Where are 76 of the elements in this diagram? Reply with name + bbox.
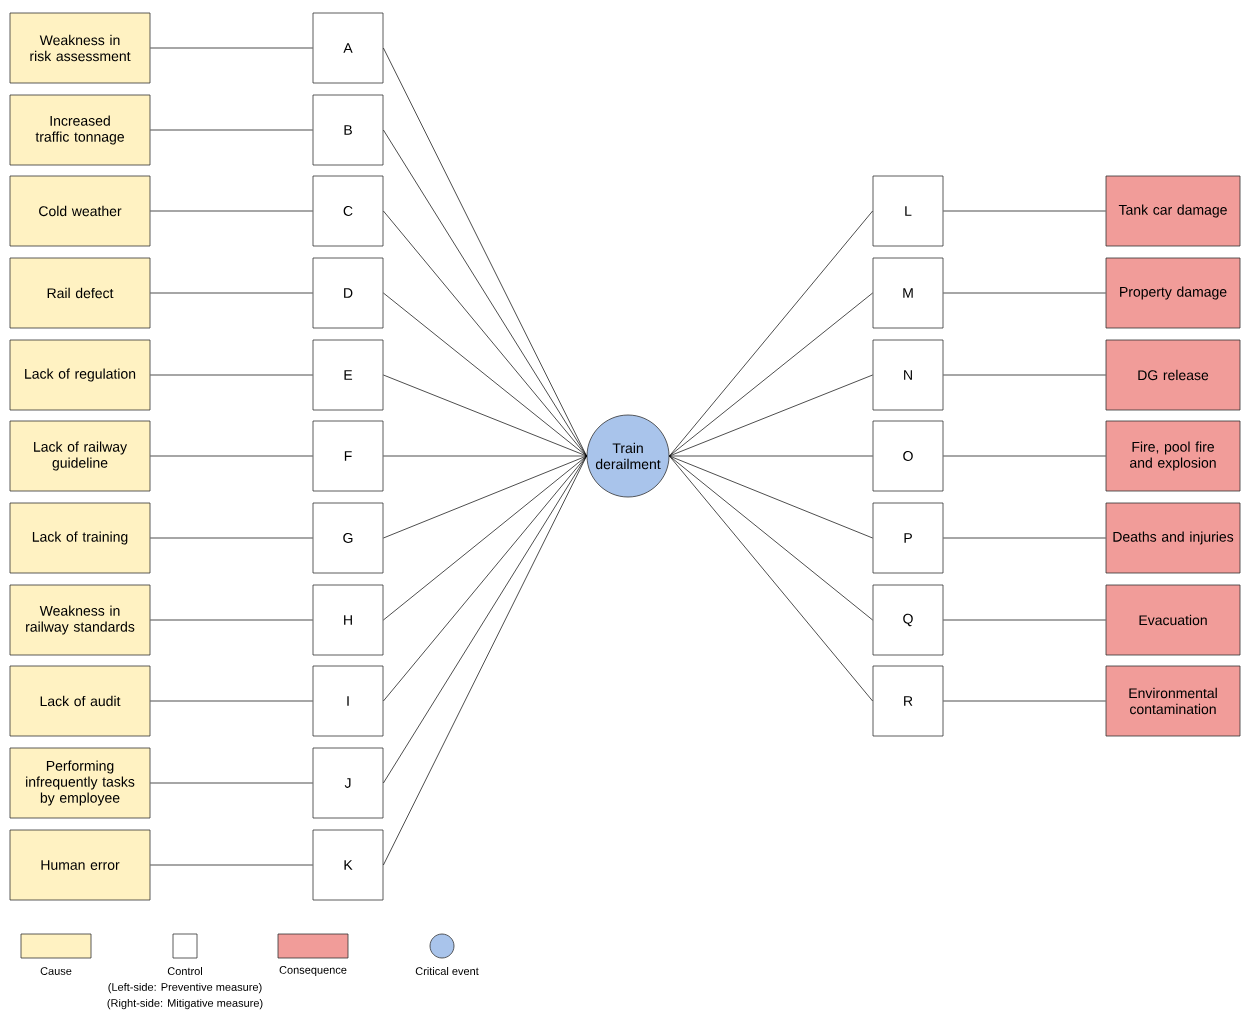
consequence-box: Tank car damage bbox=[1105, 175, 1241, 247]
cause-box: Weakness in railway standards bbox=[9, 584, 151, 656]
control-box: D bbox=[312, 257, 384, 329]
connector-line bbox=[943, 292, 1106, 294]
control-box: A bbox=[312, 12, 384, 84]
connector-line bbox=[669, 374, 873, 457]
connector-line bbox=[150, 129, 313, 131]
cause-box: Lack of audit bbox=[9, 665, 151, 737]
consequence-box: DG release bbox=[1105, 339, 1241, 411]
control-box: E bbox=[312, 339, 384, 411]
connector-line bbox=[669, 455, 873, 457]
connector-line bbox=[943, 374, 1106, 376]
connector-line bbox=[669, 292, 873, 457]
connector-line bbox=[150, 782, 313, 784]
control-box: B bbox=[312, 94, 384, 166]
connector-line bbox=[150, 210, 313, 212]
control-box: M bbox=[872, 257, 944, 329]
connector-line bbox=[150, 700, 313, 702]
cause-box: Cold weather bbox=[9, 175, 151, 247]
connector-line bbox=[383, 455, 587, 784]
consequence-box: Deaths and injuries bbox=[1105, 502, 1241, 574]
cause-box: Lack of training bbox=[9, 502, 151, 574]
connector-line bbox=[383, 455, 587, 457]
connector-line bbox=[150, 455, 313, 457]
connector-line bbox=[669, 455, 873, 621]
connector-line bbox=[383, 47, 587, 457]
legend-text: Control bbox=[167, 967, 202, 976]
note-text: (Left-side: Preventive measure) bbox=[108, 982, 262, 994]
control-box: J bbox=[312, 747, 384, 819]
connector-line bbox=[669, 455, 873, 702]
control-box: N bbox=[872, 339, 944, 411]
connector-line bbox=[150, 619, 313, 621]
connector-line bbox=[669, 455, 873, 539]
control-box: L bbox=[872, 175, 944, 247]
connector-line bbox=[943, 537, 1106, 539]
control-box: K bbox=[312, 829, 384, 901]
connector-line bbox=[943, 619, 1106, 621]
consequence-box: Property damage bbox=[1105, 257, 1241, 329]
cause-box: Performing infrequently tasks by employee bbox=[9, 747, 151, 819]
cause-box: Lack of railway guideline bbox=[9, 420, 151, 492]
connector-line bbox=[383, 455, 587, 621]
cause-box: Lack of regulation bbox=[9, 339, 151, 411]
connector-line bbox=[150, 864, 313, 866]
connector-line bbox=[383, 455, 587, 866]
control-box: I bbox=[312, 665, 384, 737]
cause-box: Human error bbox=[9, 829, 151, 901]
legend-text: Critical event bbox=[415, 967, 479, 976]
connector-line bbox=[150, 374, 313, 376]
connector-line bbox=[150, 47, 313, 49]
consequence-box: Fire, pool fire and explosion bbox=[1105, 420, 1241, 492]
control-box: G bbox=[312, 502, 384, 574]
connector-line bbox=[383, 455, 587, 702]
control-box: F bbox=[312, 420, 384, 492]
cause-box: Weakness in risk assessment bbox=[9, 12, 151, 84]
consequence-box: Environmental contamination bbox=[1105, 665, 1241, 737]
connector-line bbox=[943, 700, 1106, 702]
consequence-box: Evacuation bbox=[1105, 584, 1241, 656]
note-text: (Right-side: Mitigative measure) bbox=[107, 998, 263, 1010]
connector-line bbox=[383, 129, 587, 457]
connector-line bbox=[943, 210, 1106, 212]
control-box: P bbox=[872, 502, 944, 574]
control-box: O bbox=[872, 420, 944, 492]
legend-text: Consequence bbox=[279, 966, 347, 976]
connector-line bbox=[383, 374, 587, 457]
control-box: Q bbox=[872, 584, 944, 656]
connector-line bbox=[943, 455, 1106, 457]
connector-line bbox=[150, 292, 313, 294]
control-box: H bbox=[312, 584, 384, 656]
connector-line bbox=[383, 292, 587, 457]
legend-text: Cause bbox=[40, 967, 72, 975]
connector-line bbox=[150, 537, 313, 539]
connector-line bbox=[383, 455, 587, 539]
cause-box: Increased traffic tonnage bbox=[9, 94, 151, 166]
cause-box: Rail defect bbox=[9, 257, 151, 329]
control-box: R bbox=[872, 665, 944, 737]
control-box: C bbox=[312, 175, 384, 247]
